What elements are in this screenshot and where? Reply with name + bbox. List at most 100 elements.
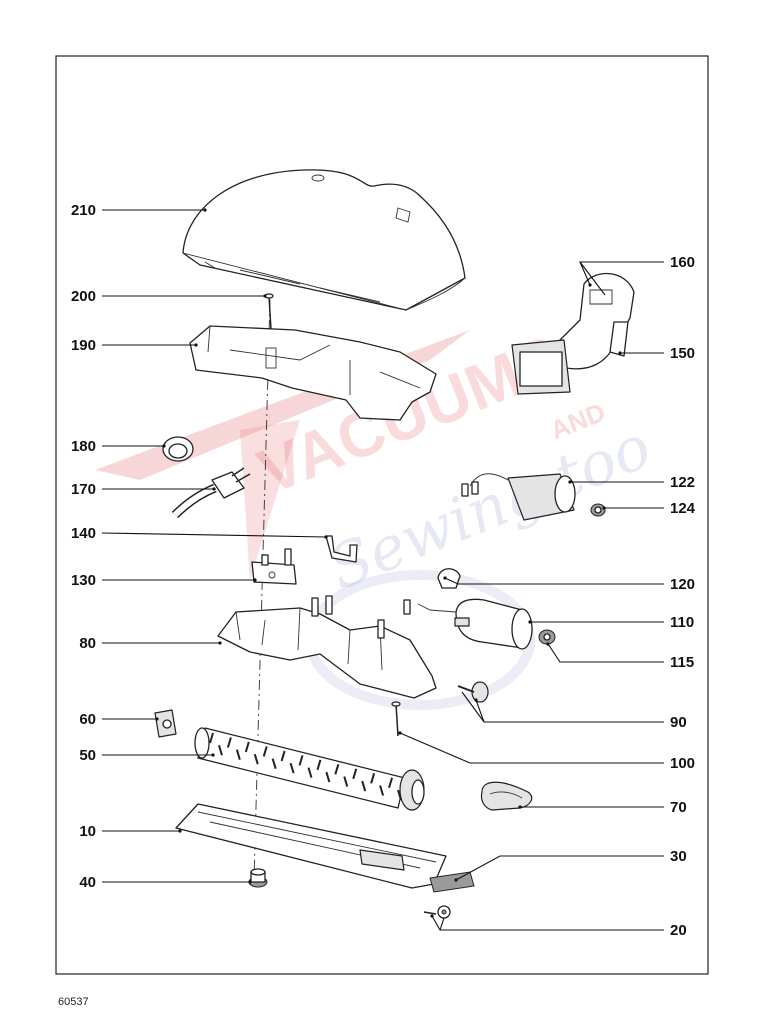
- callout-40: 40: [79, 874, 252, 891]
- callout-dot-200: [263, 294, 267, 298]
- callout-150: 150: [618, 345, 695, 362]
- callout-label-100: 100: [670, 755, 695, 772]
- part-170-cord-plug: [171, 467, 251, 519]
- callout-130: 130: [71, 572, 257, 589]
- callout-leader-90: [475, 699, 664, 723]
- callout-dot-40: [248, 880, 252, 884]
- callout-label-60: 60: [79, 711, 96, 728]
- diagram-frame: [55, 55, 709, 975]
- callout-dot-115: [546, 642, 550, 646]
- callout-leader-30: [455, 855, 664, 881]
- callout-leader-100: [399, 732, 664, 764]
- callout-label-40: 40: [79, 874, 96, 891]
- callout-dot-50: [211, 753, 215, 757]
- callout-leader-90-branch: [461, 691, 485, 723]
- callout-dot-90: [474, 698, 478, 702]
- bristle-tuft: [235, 749, 241, 761]
- part-90-wheel: [457, 681, 489, 703]
- part-140-bracket: [325, 535, 358, 563]
- callout-label-200: 200: [71, 288, 96, 305]
- callout-dot-122: [568, 480, 572, 484]
- bristle-tuft: [271, 758, 277, 769]
- center-alignment-line: [253, 299, 271, 881]
- callout-leader-120: [444, 577, 664, 585]
- callout-170: 170: [71, 481, 216, 498]
- part-110-main-motor: [403, 598, 533, 650]
- callout-100: 100: [398, 731, 695, 772]
- callout-30: 30: [454, 848, 687, 882]
- bristle-tuft: [289, 762, 295, 774]
- part-115-fan: [538, 629, 556, 645]
- callout-50: 50: [79, 747, 215, 764]
- callout-dot-120: [443, 576, 447, 580]
- bristle-tuft: [397, 789, 402, 801]
- callout-dot-160: [588, 283, 592, 287]
- part-210-top-cover: [182, 169, 466, 311]
- bristle-tuft: [388, 777, 394, 789]
- part-20-fastener: [423, 905, 451, 919]
- bristle-tuft: [298, 755, 304, 766]
- callout-label-170: 170: [71, 481, 96, 498]
- bristle-tuft: [361, 780, 367, 792]
- callout-10: 10: [79, 823, 182, 840]
- callout-labels: 210 200 190 180 170 140 130 80 60 50 10 40 160 150 122…: [71, 202, 696, 939]
- callout-60: 60: [79, 711, 159, 728]
- bristle-tuft: [334, 764, 340, 775]
- part-130-switch: [251, 548, 297, 585]
- part-190-upper-housing: [189, 325, 437, 421]
- callout-115: 115: [546, 642, 694, 671]
- callout-180: 180: [71, 438, 166, 455]
- callout-leader-115: [547, 643, 664, 663]
- callout-leader-20-branch: [439, 917, 445, 931]
- callout-210: 210: [71, 202, 207, 219]
- callout-80: 80: [79, 635, 222, 652]
- callout-label-20: 20: [670, 922, 687, 939]
- bristle-tuft: [370, 772, 376, 784]
- callout-leader-160-branch: [579, 261, 606, 296]
- callout-140: 140: [71, 525, 328, 542]
- bristle-tuft: [253, 753, 259, 765]
- callout-dot-30: [454, 878, 458, 882]
- callout-label-210: 210: [71, 202, 96, 219]
- part-80-motor-base: [217, 595, 437, 699]
- callout-dot-20: [430, 914, 434, 918]
- callout-dot-124: [602, 506, 606, 510]
- callout-label-80: 80: [79, 635, 96, 652]
- part-30-strip: [429, 871, 475, 893]
- callout-leader-20: [431, 915, 664, 931]
- part-120-clip: [437, 568, 461, 589]
- part-124-pulley: [590, 503, 606, 517]
- callout-label-124: 124: [670, 500, 696, 517]
- part-122-motor: [461, 473, 576, 521]
- callout-label-150: 150: [670, 345, 695, 362]
- callout-label-160: 160: [670, 254, 695, 271]
- callout-dot-70: [518, 805, 522, 809]
- callout-90: 90: [461, 691, 687, 731]
- callout-label-10: 10: [79, 823, 96, 840]
- bristle-tuft: [343, 776, 349, 787]
- callout-label-130: 130: [71, 572, 96, 589]
- part-10-bottom-plate: [175, 803, 447, 889]
- bristle-tuft: [262, 746, 268, 757]
- callout-dot-150: [618, 351, 622, 355]
- callout-160: 160: [579, 254, 695, 296]
- callout-label-140: 140: [71, 525, 96, 542]
- callout-label-122: 122: [670, 474, 695, 491]
- bristle-tuft: [280, 750, 286, 762]
- callout-dot-210: [203, 208, 207, 212]
- callout-leader-140: [101, 532, 327, 538]
- callout-dot-140: [324, 535, 328, 539]
- callout-200: 200: [71, 288, 267, 305]
- callout-label-30: 30: [670, 848, 687, 865]
- callout-120: 120: [443, 576, 695, 593]
- bristle-tuft: [244, 741, 250, 753]
- callout-190: 190: [71, 337, 198, 354]
- part-180-ring: [162, 436, 194, 462]
- callout-dot-180: [162, 444, 166, 448]
- diagram-number: 60537: [58, 996, 89, 1008]
- callout-dot-190: [194, 343, 198, 347]
- callout-label-180: 180: [71, 438, 96, 455]
- callout-dot-130: [253, 578, 257, 582]
- callout-70: 70: [518, 799, 687, 816]
- callout-dot-80: [218, 641, 222, 645]
